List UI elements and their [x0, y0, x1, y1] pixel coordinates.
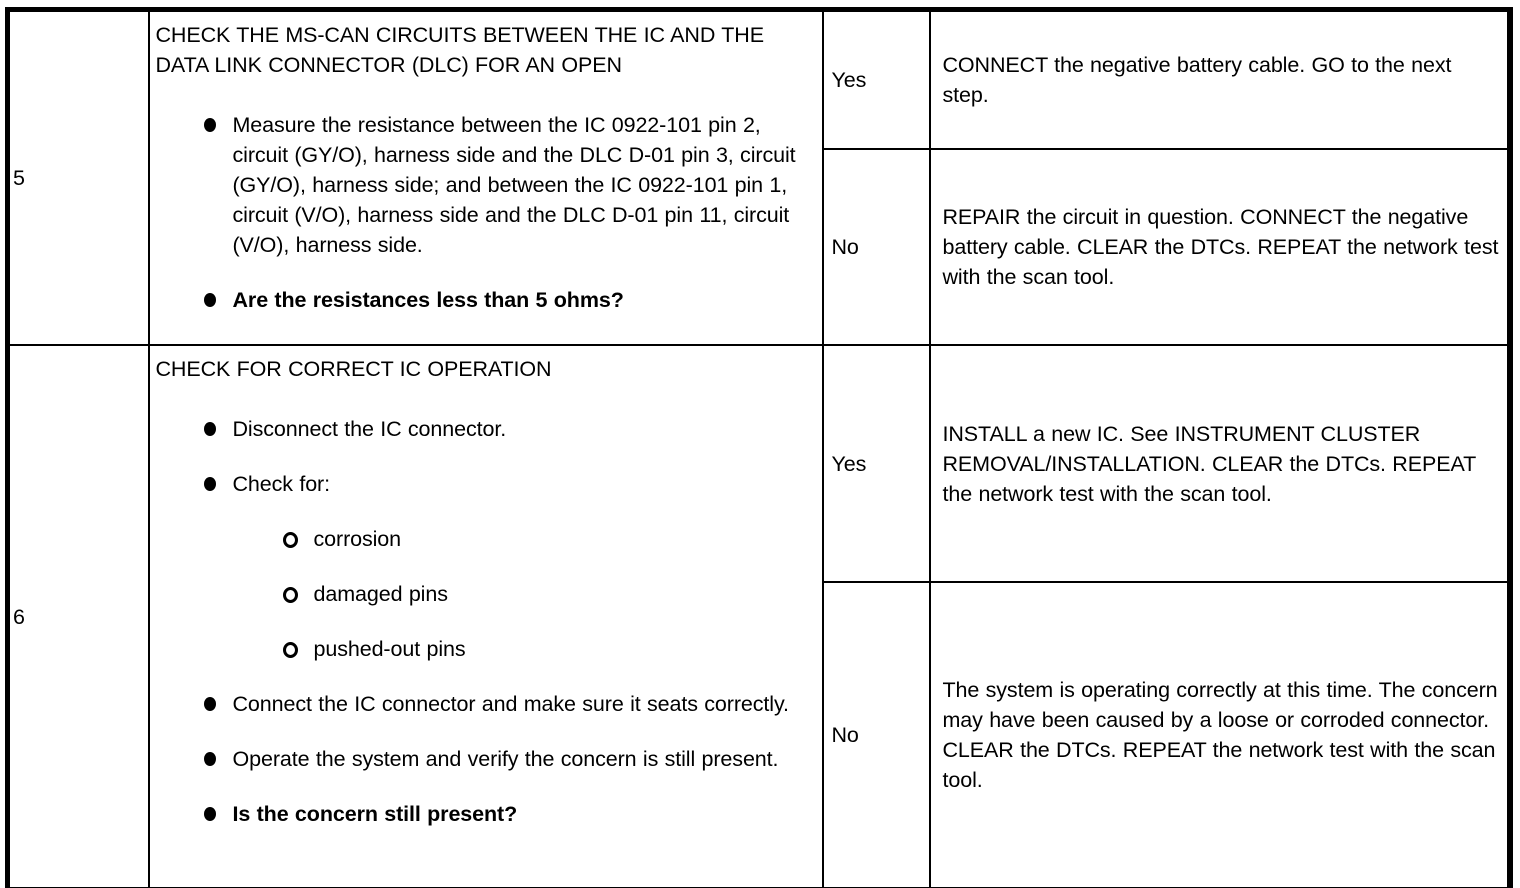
- sub-bullet-item: corrosion: [156, 524, 812, 554]
- bullet-circle-icon: [282, 587, 298, 603]
- bullet-item: Disconnect the IC connector.: [156, 414, 812, 444]
- action-no-cell: The system is operating correctly at thi…: [928, 581, 1511, 888]
- bullet-dot-icon: [203, 477, 216, 491]
- bullet-text: Is the concern still present?: [232, 802, 518, 826]
- bullet-item: Connect the IC connector and make sure i…: [156, 689, 812, 719]
- bullet-text: damaged pins: [313, 582, 448, 606]
- action-text: The system is operating correctly at thi…: [942, 678, 1498, 792]
- step-number-cell: 6: [6, 344, 150, 888]
- step-title: CHECK THE MS-CAN CIRCUITS BETWEEN THE IC…: [155, 23, 765, 77]
- bullet-text: corrosion: [313, 527, 402, 551]
- bullet-item-question: Is the concern still present?: [156, 799, 812, 829]
- step-title: CHECK FOR CORRECT IC OPERATION: [155, 357, 552, 381]
- bullet-dot-icon: [203, 807, 216, 821]
- bullet-dot-icon: [203, 752, 216, 766]
- step-number-cell: 5: [6, 8, 150, 346]
- result-yes-cell: Yes: [821, 8, 931, 150]
- step-description-cell: CHECK THE MS-CAN CIRCUITS BETWEEN THE IC…: [147, 8, 824, 346]
- action-no-cell: REPAIR the circuit in question. CONNECT …: [928, 148, 1511, 346]
- step-5-row-yes: 5 CHECK THE MS-CAN CIRCUITS BETWEEN THE …: [6, 8, 1511, 346]
- yes-label: Yes: [831, 451, 867, 476]
- bullet-circle-icon: [282, 642, 298, 658]
- bullet-text: Are the resistances less than 5 ohms?: [232, 288, 624, 312]
- step-number: 6: [13, 604, 25, 629]
- step-5-row-no: No REPAIR the circuit in question. CONNE…: [8, 148, 1511, 346]
- action-text: REPAIR the circuit in question. CONNECT …: [942, 205, 1499, 289]
- result-yes-cell: Yes: [821, 344, 931, 583]
- result-no-cell: No: [821, 148, 931, 346]
- no-label: No: [831, 235, 859, 259]
- bullet-text: Operate the system and verify the concer…: [232, 747, 779, 771]
- diagnostic-pinpoint-test-table: 5 CHECK THE MS-CAN CIRCUITS BETWEEN THE …: [5, 7, 1513, 888]
- step-description-cell: CHECK FOR CORRECT IC OPERATION Disconnec…: [147, 344, 824, 888]
- action-yes-cell: CONNECT the negative battery cable. GO t…: [928, 8, 1511, 150]
- bullet-item: Check for:: [156, 469, 812, 499]
- step-6-row-no: No The system is operating correctly at …: [8, 581, 1511, 888]
- no-label: No: [831, 723, 859, 747]
- sub-bullet-item: damaged pins: [156, 579, 812, 609]
- action-text: INSTALL a new IC. See INSTRUMENT CLUSTER…: [942, 421, 1476, 506]
- bullet-dot-icon: [203, 697, 216, 711]
- bullet-item-question: Are the resistances less than 5 ohms?: [156, 285, 812, 315]
- step-number: 5: [13, 166, 25, 190]
- bullet-dot-icon: [203, 422, 216, 436]
- bullet-item: Measure the resistance between the IC 09…: [156, 110, 812, 260]
- yes-label: Yes: [831, 68, 867, 92]
- sub-bullet-item: pushed-out pins: [156, 634, 812, 664]
- step-6-row-yes: 6 CHECK FOR CORRECT IC OPERATION Disconn…: [6, 344, 1511, 888]
- bullet-item: Operate the system and verify the concer…: [156, 744, 812, 774]
- bullet-text: Check for:: [232, 472, 331, 496]
- bullet-text: pushed-out pins: [313, 637, 466, 661]
- action-text: CONNECT the negative battery cable. GO t…: [942, 53, 1452, 107]
- bullet-dot-icon: [203, 118, 216, 132]
- bullet-dot-icon: [203, 293, 216, 307]
- bullet-circle-icon: [282, 532, 298, 548]
- bullet-text: Disconnect the IC connector.: [232, 417, 507, 441]
- action-yes-cell: INSTALL a new IC. See INSTRUMENT CLUSTER…: [928, 344, 1511, 583]
- bullet-text: Measure the resistance between the IC 09…: [232, 113, 796, 257]
- bullet-text: Connect the IC connector and make sure i…: [232, 692, 789, 716]
- result-no-cell: No: [821, 581, 931, 888]
